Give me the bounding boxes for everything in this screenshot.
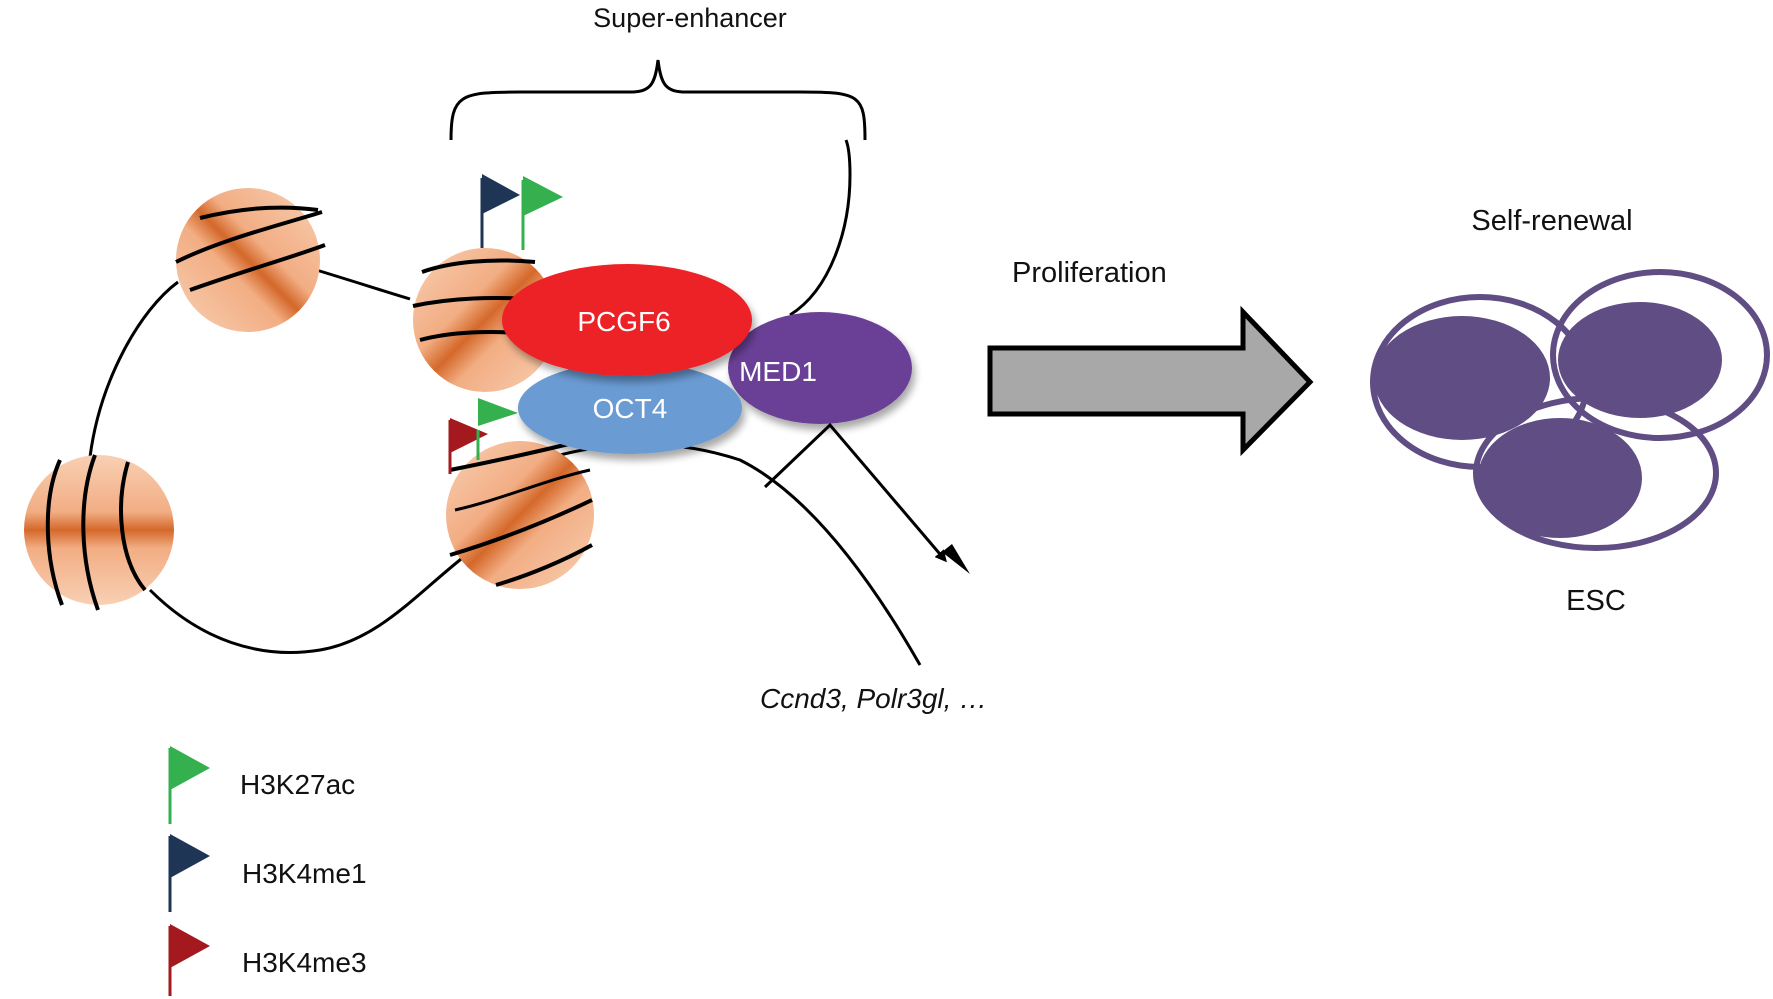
pcgf6-protein (502, 264, 752, 376)
legend-item-h3k27ac: H3K27ac (168, 746, 355, 824)
transcription-arrow-icon (763, 422, 970, 574)
legend-item-h3k4me3: H3K4me3 (168, 924, 367, 996)
esc-cluster (1370, 269, 1770, 551)
h3k4me3-flag-icon (448, 418, 488, 474)
med1-label: MED1 (739, 356, 817, 387)
med1-shape (728, 312, 912, 424)
esc-nucleus-left (1374, 316, 1550, 440)
oct4-protein (518, 362, 742, 454)
oct4-shape (518, 362, 742, 454)
h3k4me3-flag-icon (168, 924, 210, 996)
h3k27ac-flag-icon (168, 746, 210, 824)
proliferation-label: Proliferation (1012, 257, 1167, 289)
h3k27ac-flag-icon (521, 176, 563, 250)
pcgf6-shape (502, 264, 752, 376)
esc-cell-left (1370, 294, 1590, 470)
super-enhancer-brace (449, 59, 867, 141)
esc-nucleus-bottom (1478, 418, 1642, 538)
legend: H3K27ac H3K4me1 H3K4me3 (168, 746, 367, 996)
proliferation-arrow-icon (987, 305, 1314, 457)
pcgf6-label: PCGF6 (577, 306, 670, 337)
h3k4me1-flag-icon (168, 834, 210, 912)
self-renewal-label: Self-renewal (1471, 205, 1632, 237)
legend-label-h3k4me3: H3K4me3 (242, 947, 367, 978)
legend-label-h3k4me1: H3K4me1 (242, 858, 367, 889)
nucleosome-enhancer-bottom (446, 438, 594, 589)
esc-cell-right (1550, 269, 1770, 441)
h3k4me1-flag-icon (480, 174, 520, 248)
med1-protein (728, 312, 912, 424)
legend-label-h3k27ac: H3K27ac (240, 769, 355, 800)
super-enhancer-label: Super-enhancer (593, 3, 787, 33)
esc-label: ESC (1566, 585, 1626, 617)
nucleosome-top-left (175, 188, 326, 332)
esc-nucleus-right (1558, 302, 1722, 418)
legend-item-h3k4me1: H3K4me1 (168, 834, 367, 912)
target-genes-label: Ccnd3, Polr3gl, … (760, 683, 987, 714)
nucleosome-left (24, 454, 174, 611)
esc-cell-bottom (1473, 395, 1719, 551)
h3k27ac-flag-icon (476, 398, 518, 460)
oct4-label: OCT4 (593, 393, 668, 424)
